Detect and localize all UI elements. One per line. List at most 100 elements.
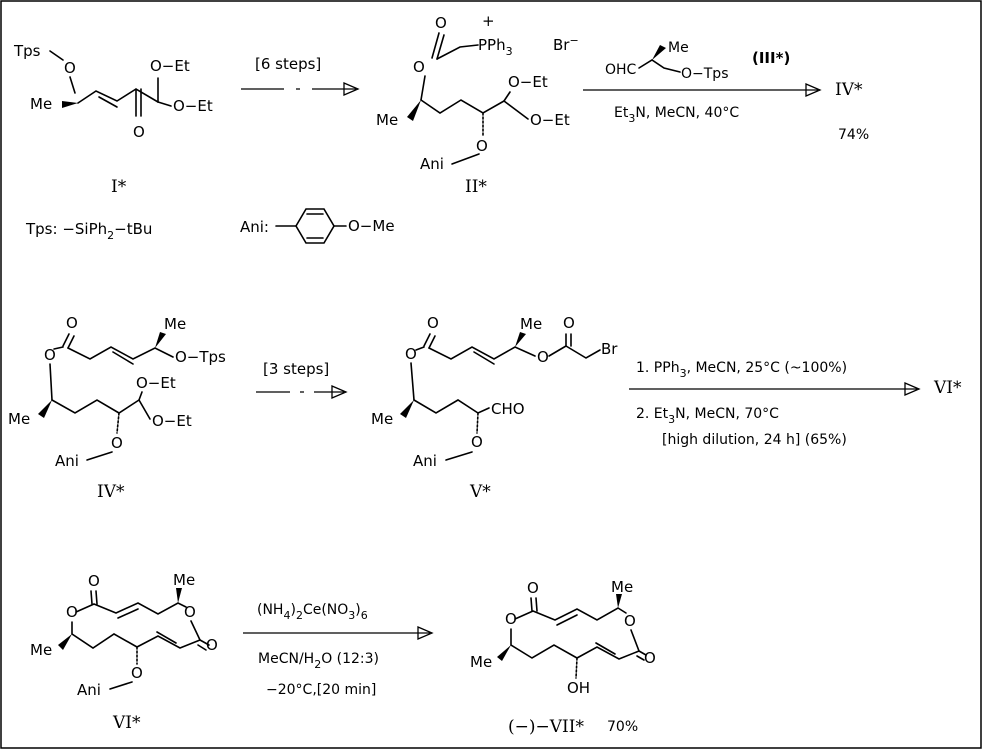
stereo-wedge [58, 634, 72, 650]
reaction-1-steps: [6 steps] [255, 55, 321, 73]
stereo-wedge [407, 100, 421, 121]
compound-IV: O O Me O−Tps Me O−Et O−Et O Ani IV* [8, 314, 226, 502]
stereo-wedge [515, 332, 526, 347]
atom-oet: O−Et [136, 374, 176, 392]
atom-oet: O−Et [508, 73, 548, 91]
atom-oet: O−Et [150, 57, 190, 75]
reagent-otps: O−Tps [681, 66, 728, 82]
atom-o: O [66, 314, 78, 332]
atom-o: O [624, 612, 636, 630]
atom-pph3: PPh [478, 36, 506, 54]
label-II: II* [465, 177, 487, 197]
atom-o: O [44, 346, 56, 364]
atom-o: O [471, 433, 483, 451]
atom-otps: O−Tps [175, 348, 226, 366]
atom-ani: Ani [420, 155, 444, 173]
reaction-arrow-5: (NH4)2Ce(NO3)6 MeCN/H2O (12:3) −20°C,[20… [243, 602, 434, 698]
stereo-wedge [400, 400, 414, 418]
legend-tps: Tps: −SiPh2−tBu [25, 220, 152, 242]
compound-V: O O Me O O Br Me CHO O Ani V* [371, 314, 618, 502]
atom-br: Br [601, 340, 618, 358]
atom-oet: O−Et [530, 111, 570, 129]
stereo-wedge [616, 594, 622, 608]
atom-o: O [563, 314, 575, 332]
atom-o: O [527, 579, 539, 597]
atom-o: O [64, 59, 76, 77]
atom-o: O [476, 137, 488, 155]
atom-o: O [111, 434, 123, 452]
reaction-2-product: IV* [835, 80, 863, 100]
reaction-4-condition-1: 1. PPh [636, 360, 680, 376]
atom-me: Me [611, 578, 633, 596]
atom-me: Me [30, 95, 52, 113]
reaction-4-product: VI* [933, 378, 962, 398]
svg-text:Et3N, MeCN, 40°C: Et3N, MeCN, 40°C [614, 105, 739, 125]
reagent-ohc: OHC [605, 62, 637, 78]
reaction-3-steps: [3 steps] [263, 360, 329, 378]
atom-me: Me [376, 111, 398, 129]
compound-II: O + PPh3 Br− O Me O−Et O−Et O Ani II* [376, 12, 579, 197]
legend-tps-text: Tps: −SiPh [25, 220, 107, 238]
svg-text:Br−: Br− [553, 34, 579, 54]
atom-o: O [644, 649, 656, 667]
atom-me: Me [371, 410, 393, 428]
label-VII: (−)−VII* [508, 717, 584, 737]
reaction-5-condition-1: (NH [257, 602, 283, 618]
legend-ani-label: Ani: [240, 218, 269, 236]
svg-text:PPh3: PPh3 [478, 36, 513, 58]
legend-ani: Ani: O−Me [240, 208, 395, 244]
atom-br-anion: Br [553, 36, 570, 54]
reaction-arrow-1: [6 steps] [241, 55, 360, 96]
stereo-wedge [497, 645, 511, 661]
reaction-4-condition-2: 2. Et [636, 406, 669, 422]
atom-o: O [405, 345, 417, 363]
svg-text:(NH4)2Ce(NO3)6: (NH4)2Ce(NO3)6 [257, 602, 368, 622]
stereo-wedge [176, 588, 182, 603]
stereo-wedge [155, 332, 166, 348]
atom-o: O [88, 572, 100, 590]
atom-oet: O−Et [173, 97, 213, 115]
label-V: V* [469, 482, 491, 502]
atom-me: Me [164, 315, 186, 333]
reaction-5-condition-2: MeCN/H [258, 651, 314, 667]
svg-text:Tps: −SiPh2−tBu: Tps: −SiPh2−tBu [25, 220, 152, 242]
atom-me: Me [520, 315, 542, 333]
label-IV: IV* [97, 482, 125, 502]
label-I: I* [111, 177, 127, 197]
atom-o: O [66, 603, 78, 621]
reagent-me: Me [668, 40, 689, 56]
atom-o: O [537, 348, 549, 366]
atom-oet: O−Et [152, 412, 192, 430]
compound-VII: O Me O O Me O OH (−)−VII* 70% [470, 578, 656, 737]
reaction-5-condition-3: −20°C,[20 min] [266, 682, 376, 698]
atom-plus: + [482, 12, 495, 30]
reaction-arrow-2: OHC Me O−Tps (III*) Et3N, MeCN, 40°C IV*… [583, 40, 869, 143]
atom-o: O [133, 123, 145, 141]
atom-me: Me [30, 641, 52, 659]
atom-cho: CHO [491, 400, 525, 418]
label-VI: VI* [112, 713, 141, 733]
atom-tps: Tps [13, 42, 41, 60]
atom-me: Me [8, 410, 30, 428]
stereo-wedge [652, 45, 666, 60]
reaction-arrow-4: 1. PPh3, MeCN, 25°C (~100%) 2. Et3N, MeC… [629, 360, 962, 448]
atom-o: O [131, 664, 143, 682]
stereo-wedge [38, 400, 52, 418]
atom-o: O [184, 603, 196, 621]
reagent-label-III: (III*) [752, 49, 790, 67]
legend-ome: O−Me [348, 217, 395, 235]
atom-o: O [435, 14, 447, 32]
stereo-wedge [62, 101, 78, 108]
svg-text:2. Et3N, MeCN, 70°C: 2. Et3N, MeCN, 70°C [636, 406, 779, 426]
svg-text:MeCN/H2O (12:3): MeCN/H2O (12:3) [258, 651, 379, 671]
atom-o: O [427, 314, 439, 332]
reaction-2-conditions: Et [614, 105, 629, 121]
atom-me: Me [470, 653, 492, 671]
atom-ani: Ani [413, 452, 437, 470]
atom-o: O [505, 610, 517, 628]
atom-ani: Ani [77, 681, 101, 699]
reaction-arrow-3: [3 steps] [256, 360, 348, 399]
reaction-4-condition-3: [high dilution, 24 h] (65%) [662, 432, 847, 448]
